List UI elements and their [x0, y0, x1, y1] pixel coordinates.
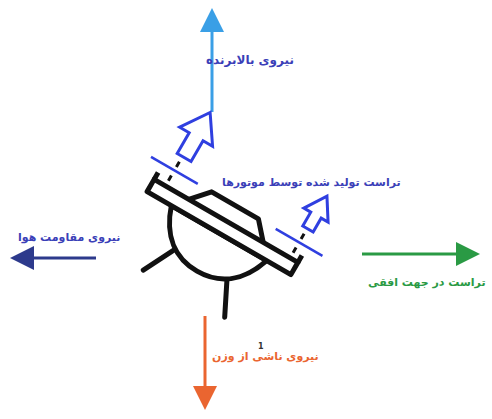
- thrust-label: تراست تولید شده توسط موتورها: [222, 176, 401, 189]
- horizontal-thrust-label: تراست در جهت افقی: [368, 276, 486, 289]
- drag-arrow: [16, 257, 96, 260]
- drag-label: نیروی مقاومت هوا: [18, 231, 121, 244]
- drone-body: [100, 98, 356, 344]
- horizontal-thrust-arrow: [362, 253, 474, 256]
- callout-number: 1: [258, 342, 264, 352]
- lift-label: نیروی بالابرنده: [206, 53, 294, 67]
- weight-label: نیروی ناشی از وزن: [212, 350, 319, 363]
- weight-arrow: [204, 316, 207, 404]
